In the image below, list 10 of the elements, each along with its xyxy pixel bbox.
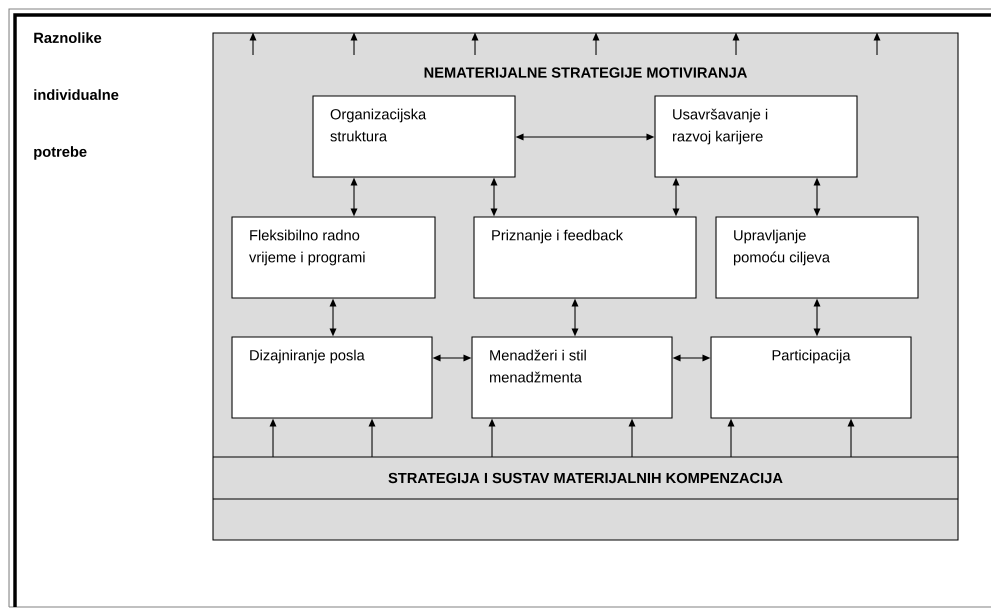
- strategy-box: Usavršavanje i razvoj karijere: [654, 95, 858, 178]
- strategy-band: STRATEGIJA I SUSTAV MATERIJALNIH KOMPENZACIJA: [212, 456, 959, 500]
- strategy-box: Dizajniranje posla: [231, 336, 433, 419]
- strategy-box: Organizacijska struktura: [312, 95, 516, 178]
- strategy-box: Upravljanje pomoću ciljeva: [715, 216, 919, 299]
- strategy-box: Menadžeri i stil menadžmenta: [471, 336, 673, 419]
- strategy-box: Fleksibilno radno vrijeme i programi: [231, 216, 436, 299]
- strategy-box: Participacija: [710, 336, 912, 419]
- side-label: Raznolike individualne potrebe: [34, 32, 118, 160]
- strategy-box: Priznanje i feedback: [473, 216, 697, 299]
